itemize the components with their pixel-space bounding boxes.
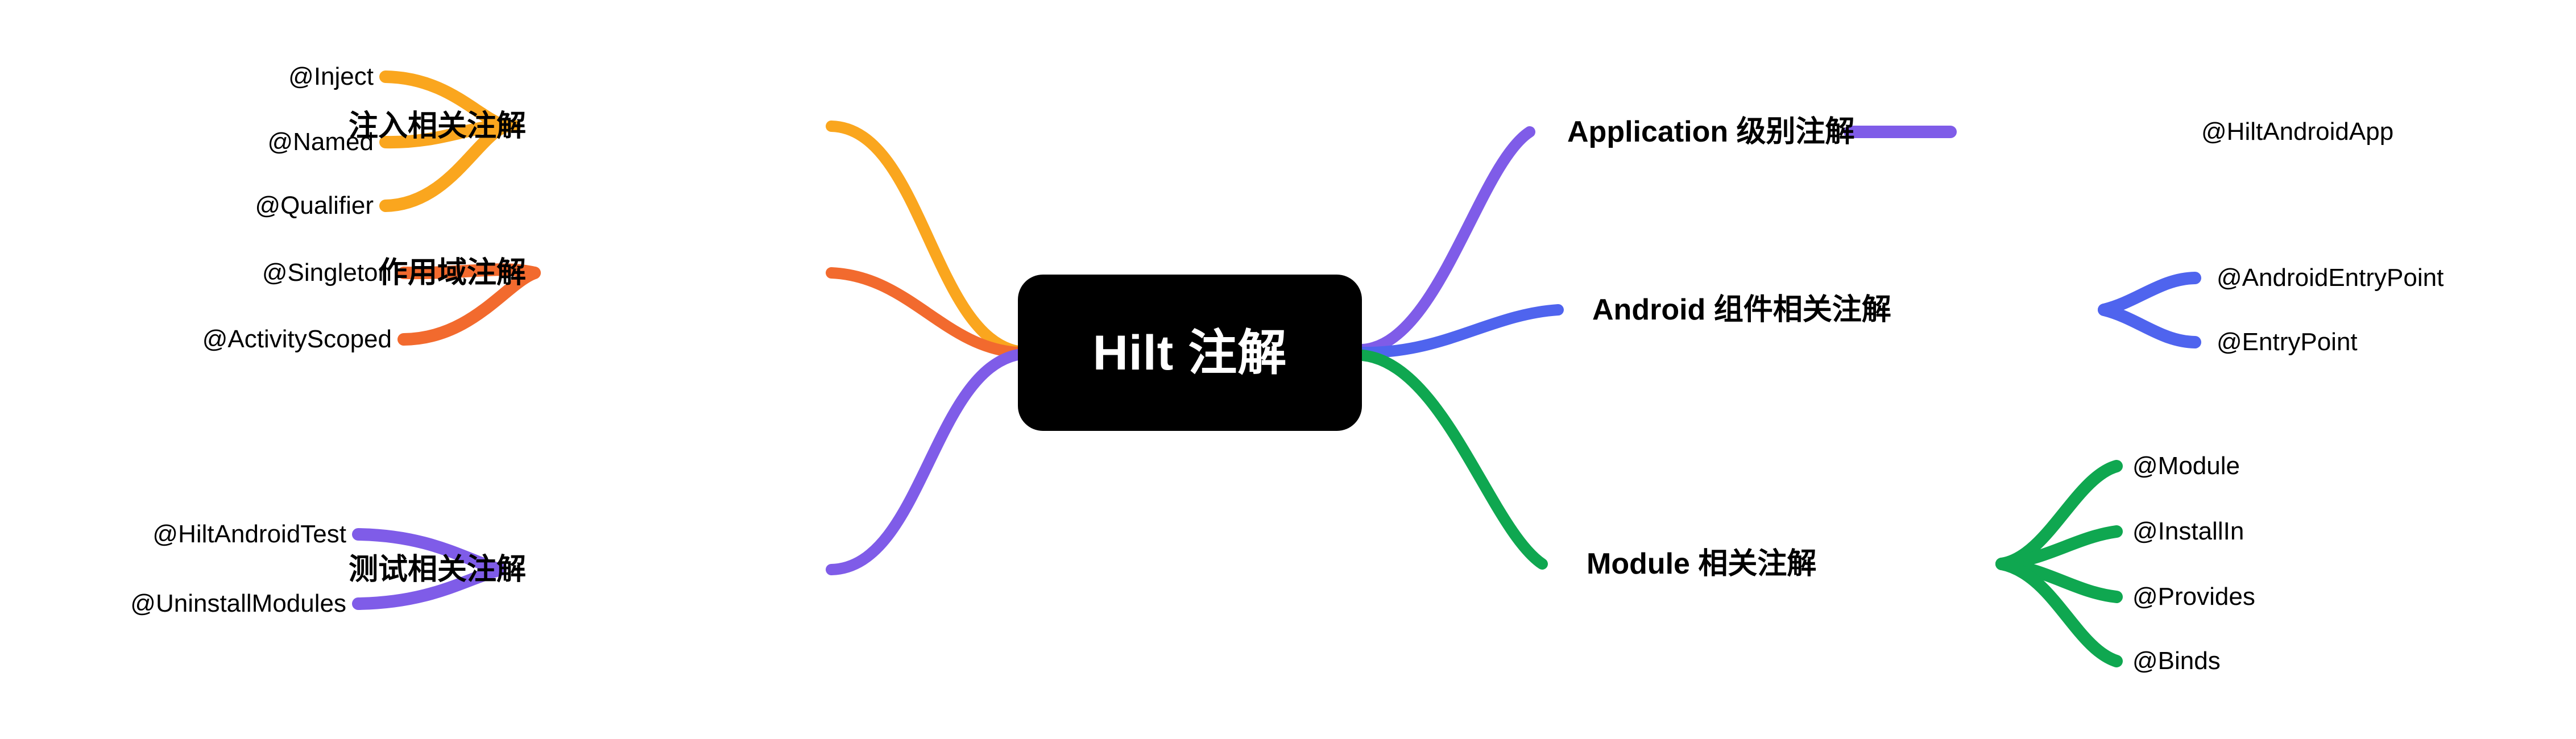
- leaf-label-androidentrypoint-text: @AndroidEntryPoint: [2217, 264, 2444, 292]
- branch-label-module[interactable]: Module 相关注解: [1587, 549, 1816, 579]
- edge-trunk-android-component: [1357, 304, 1564, 359]
- leaf-label-uninstallmodules-text: @UninstallModules: [130, 589, 346, 617]
- leaf-label-installin-text: @InstallIn: [2132, 517, 2244, 545]
- leaf-label-hiltandroidapp[interactable]: @HiltAndroidApp: [2201, 119, 2393, 144]
- central-node-label: Hilt 注解: [1092, 325, 1287, 380]
- leaf-label-activityscoped[interactable]: @ActivityScoped: [202, 327, 392, 352]
- edge-testing-hiltandroidtest: [352, 528, 507, 576]
- leaf-label-binds-text: @Binds: [2132, 647, 2221, 675]
- edge-injection-qualifier: [379, 120, 512, 212]
- edge-android-entrypoint: [2098, 304, 2201, 348]
- leaf-label-entrypoint-text: @EntryPoint: [2217, 328, 2358, 356]
- branch-label-scope-text: 作用域注解: [378, 256, 526, 289]
- central-node[interactable]: Hilt 注解: [1018, 275, 1362, 431]
- leaf-label-activityscoped-text: @ActivityScoped: [202, 325, 392, 353]
- edge-scope-singleton: [397, 263, 541, 280]
- leaf-label-binds[interactable]: @Binds: [2132, 649, 2221, 674]
- leaf-label-qualifier[interactable]: @Qualifier: [255, 193, 374, 218]
- branch-label-injection-text: 注入相关注解: [348, 110, 526, 143]
- leaf-label-provides-text: @Provides: [2132, 583, 2255, 611]
- edge-trunk-scope: [826, 267, 1024, 358]
- leaf-label-qualifier-text: @Qualifier: [255, 192, 374, 219]
- branch-label-module-text: Module 相关注解: [1587, 547, 1817, 580]
- leaf-label-singleton-text: @Singleton: [262, 259, 392, 287]
- edge-trunk-module: [1357, 350, 1548, 570]
- leaf-label-installin[interactable]: @InstallIn: [2132, 519, 2244, 544]
- edge-testing-uninstallmodules: [352, 563, 507, 610]
- leaf-label-module-annotation[interactable]: @Module: [2132, 454, 2240, 479]
- edge-android-androidentrypoint: [2098, 272, 2201, 316]
- leaf-label-singleton[interactable]: @Singleton: [262, 260, 392, 285]
- leaf-label-uninstallmodules[interactable]: @UninstallModules: [130, 591, 346, 616]
- branch-label-scope[interactable]: 作用域注解: [378, 258, 526, 288]
- branch-label-application[interactable]: Application 级别注解: [1567, 117, 1855, 147]
- leaf-label-hiltandroidtest[interactable]: @HiltAndroidTest: [152, 522, 346, 547]
- edge-trunk-testing: [826, 349, 1024, 575]
- leaf-label-hiltandroidapp-text: @HiltAndroidApp: [2201, 118, 2394, 146]
- leaf-label-named-text: @Named: [267, 128, 374, 156]
- edge-trunk-application: [1357, 126, 1535, 355]
- leaf-label-provides[interactable]: @Provides: [2132, 584, 2255, 609]
- leaf-label-module-annotation-text: @Module: [2132, 452, 2240, 480]
- branch-label-application-text: Application 级别注解: [1567, 115, 1855, 148]
- leaf-label-inject[interactable]: @Inject: [288, 64, 374, 89]
- leaf-label-entrypoint[interactable]: @EntryPoint: [2217, 330, 2358, 355]
- leaf-label-inject-text: @Inject: [288, 63, 374, 90]
- branch-label-android-component-text: Android 组件相关注解: [1592, 293, 1891, 326]
- edge-module-binds: [1995, 558, 2123, 667]
- edge-trunk-injection: [826, 121, 1024, 357]
- branch-label-testing[interactable]: 测试相关注解: [349, 555, 526, 584]
- edge-module-installin: [1995, 525, 2123, 570]
- branch-label-injection[interactable]: 注入相关注解: [349, 111, 526, 141]
- leaf-label-androidentrypoint[interactable]: @AndroidEntryPoint: [2217, 265, 2444, 290]
- edge-scope-activityscoped: [397, 267, 541, 346]
- branch-label-android-component[interactable]: Android 组件相关注解: [1592, 295, 1891, 325]
- leaf-label-hiltandroidtest-text: @HiltAndroidTest: [152, 520, 346, 548]
- branch-label-testing-text: 测试相关注解: [348, 553, 526, 586]
- leaf-label-named[interactable]: @Named: [267, 130, 374, 155]
